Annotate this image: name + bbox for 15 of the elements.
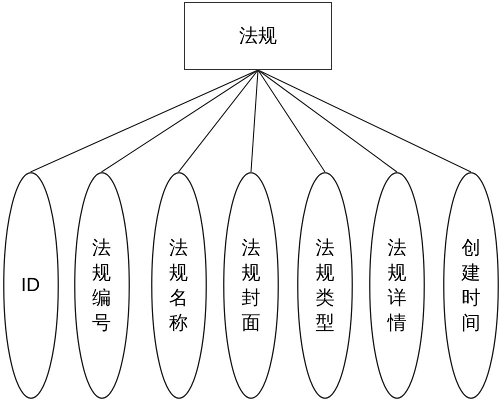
connector-line xyxy=(250,70,259,172)
connector-line xyxy=(101,70,258,172)
attribute-ellipse: 法规详情 xyxy=(369,172,425,399)
attribute-ellipse: 创建时间 xyxy=(443,172,499,399)
attribute-ellipse: 法规名称 xyxy=(150,172,206,399)
attribute-ellipse: 法规封面 xyxy=(223,172,279,399)
connector-line xyxy=(258,70,398,172)
connector-line xyxy=(258,70,472,172)
entity-box: 法规 xyxy=(184,2,332,70)
attribute-ellipse: ID xyxy=(2,172,58,399)
connector-line xyxy=(258,70,326,172)
connector-line xyxy=(30,70,258,172)
attribute-ellipse: 法规类型 xyxy=(297,172,353,399)
connector-line xyxy=(178,70,258,172)
attribute-ellipse: 法规编号 xyxy=(74,172,130,399)
